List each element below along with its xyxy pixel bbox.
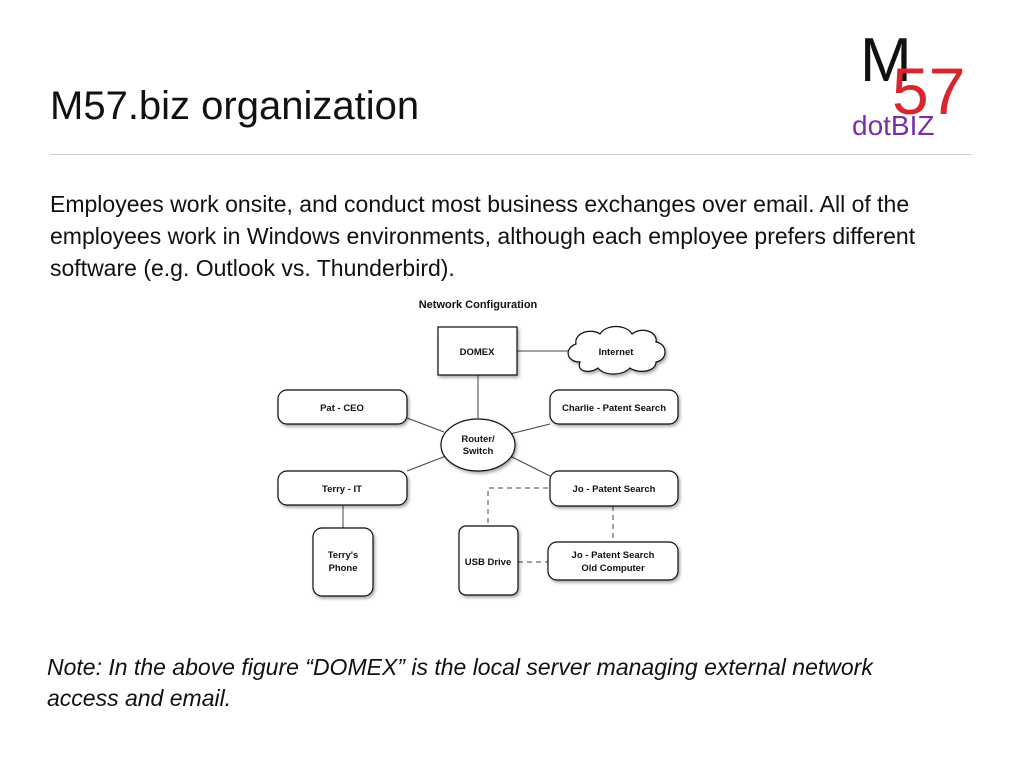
link-pat-router	[406, 417, 445, 433]
internet-label: Internet	[599, 347, 635, 358]
logo-number: 57	[892, 54, 966, 128]
jo-old-label-line1: Jo - Patent Search	[572, 550, 655, 561]
link-jo-usb	[487, 487, 548, 526]
footnote: Note: In the above figure “DOMEX” is the…	[47, 654, 873, 711]
router-label-line1: Router/	[461, 434, 495, 445]
usb-label: USB Drive	[465, 557, 511, 568]
node-domex: DOMEX	[437, 326, 518, 376]
link-terry-router	[406, 455, 447, 472]
slide-title: M57.biz organization	[50, 84, 420, 128]
phone-label-line2: Phone	[328, 563, 357, 574]
connection-lines	[342, 350, 572, 528]
link-jo-router	[509, 455, 551, 477]
network-diagram: Network Configuration DOMEX Internet Rou…	[277, 299, 679, 597]
node-jo-old-computer: Jo - Patent Search Old Computer	[547, 541, 679, 581]
node-terry-phone: Terry's Phone	[312, 527, 374, 597]
terry-label: Terry - IT	[322, 484, 362, 495]
charlie-label: Charlie - Patent Search	[562, 403, 666, 414]
node-pat-ceo: Pat - CEO	[277, 389, 408, 425]
jo-label: Jo - Patent Search	[573, 484, 656, 495]
domex-label: DOMEX	[460, 347, 496, 358]
node-jo: Jo - Patent Search	[549, 470, 679, 507]
node-usb-drive: USB Drive	[458, 525, 519, 596]
node-router: Router/ Switch	[440, 418, 516, 472]
node-terry-it: Terry - IT	[277, 470, 408, 506]
router-label-line2: Switch	[463, 446, 494, 457]
title-divider	[50, 154, 972, 155]
jo-old-label-line2: Old Computer	[581, 563, 645, 574]
node-charlie: Charlie - Patent Search	[549, 389, 679, 425]
pat-label: Pat - CEO	[320, 403, 364, 414]
body-paragraph: Employees work onsite, and conduct most …	[50, 191, 916, 281]
link-charlie-router	[509, 423, 551, 435]
phone-label-line1: Terry's	[328, 550, 359, 561]
dashed-connections	[487, 487, 614, 563]
cloud-icon	[567, 325, 666, 375]
diagram-title: Network Configuration	[419, 299, 538, 311]
node-internet: Internet	[567, 325, 666, 375]
logo-letter: M	[860, 26, 912, 95]
m57-logo: M 57 dotBIZ	[848, 30, 978, 145]
logo-suffix: dotBIZ	[852, 110, 935, 141]
